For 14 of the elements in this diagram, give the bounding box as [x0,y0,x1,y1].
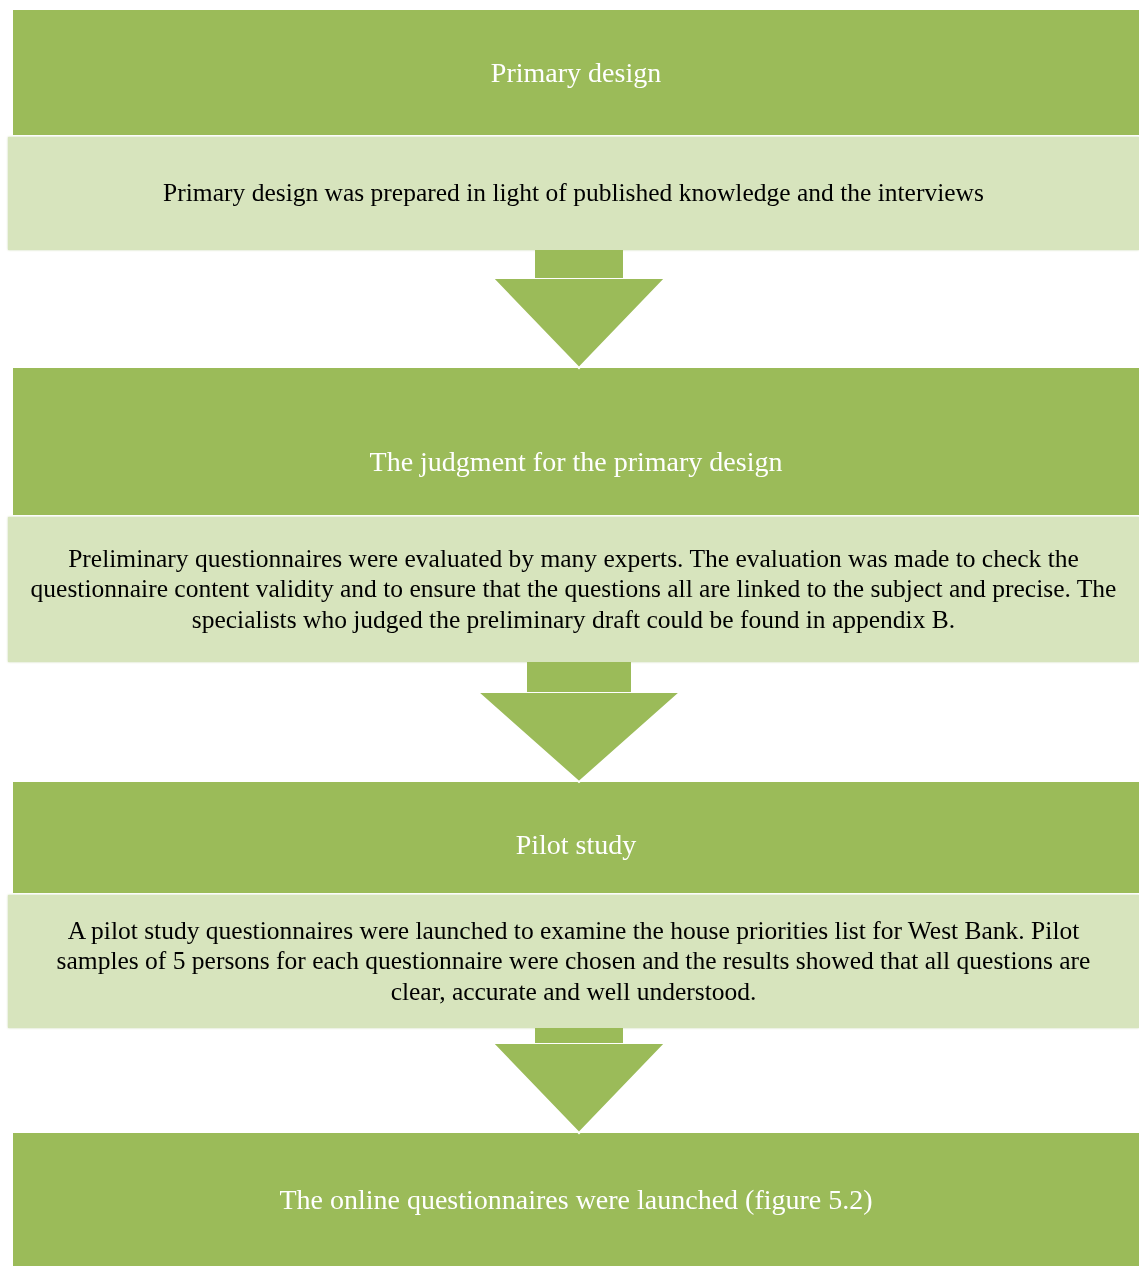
step-heading-band [13,10,1139,135]
step-description: Primary design was prepared in light of published knowledge and the interviews [163,178,984,209]
step-heading-band [13,1133,1139,1266]
step-description-box [8,517,1139,662]
step-description: Preliminary questionnaires were evaluated by many experts. The evaluation was made to check the questionnaire content validity and to ensure that the questions all are linked to the subject and precise. The specialists who judged the preliminary draft could be found in appendix B. [29,543,1118,636]
step-description: A pilot study questionnaires were launched to examine the house priorities list for West Bank. Pilot samples of 5 persons for each questionnaire were chosen and the results showed that all questions are clear, accurate and well understood. [55,915,1092,1008]
step-heading-band [13,782,1139,893]
step-title: Pilot study [515,828,637,861]
step-title: The judgment for the primary design [369,445,783,478]
step-title: The online questionnaires were launched (figure 5.2) [279,1183,873,1216]
step-heading-band [13,368,1139,515]
step-title: Primary design [490,56,662,89]
step-description-box [8,895,1139,1028]
step-description-box [8,137,1139,250]
